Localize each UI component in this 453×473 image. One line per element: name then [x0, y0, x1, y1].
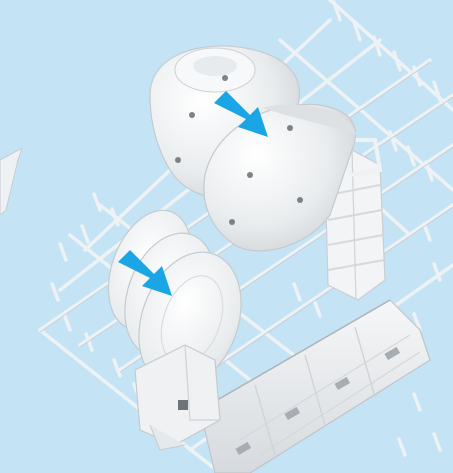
utensil-edge — [0, 148, 22, 215]
